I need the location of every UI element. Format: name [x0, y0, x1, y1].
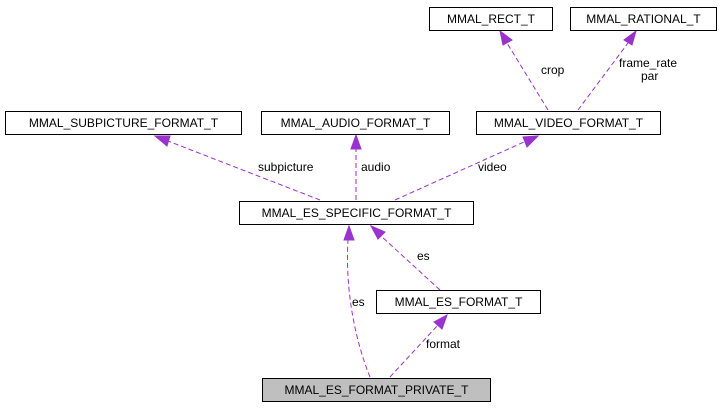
- edge-label-video: video: [478, 160, 507, 174]
- edge-label-subpicture: subpicture: [258, 160, 314, 174]
- node-label: MMAL_SUBPICTURE_FORMAT_T: [29, 116, 219, 130]
- arrow-head: [433, 313, 448, 330]
- node-label: MMAL_AUDIO_FORMAT_T: [281, 116, 431, 130]
- edge-label-audio: audio: [361, 160, 391, 174]
- node-label: MMAL_ES_FORMAT_T: [395, 295, 523, 309]
- edge-label-format: format: [426, 337, 461, 351]
- edge-format: [389, 313, 448, 378]
- node-mmal-es-format-private-t: MMAL_ES_FORMAT_PRIVATE_T: [262, 378, 491, 402]
- edges: [153, 29, 637, 378]
- node-mmal-rational-t[interactable]: MMAL_RATIONAL_T: [570, 7, 717, 31]
- arrow-head: [153, 135, 171, 147]
- node-mmal-rect-t[interactable]: MMAL_RECT_T: [429, 7, 553, 31]
- node-label: MMAL_RECT_T: [447, 12, 536, 26]
- node-mmal-video-format-t[interactable]: MMAL_VIDEO_FORMAT_T: [476, 111, 661, 135]
- node-mmal-subpicture-format-t[interactable]: MMAL_SUBPICTURE_FORMAT_T: [5, 111, 242, 135]
- node-mmal-es-specific-format-t[interactable]: MMAL_ES_SPECIFIC_FORMAT_T: [239, 201, 474, 225]
- node-label: MMAL_VIDEO_FORMAT_T: [494, 116, 644, 130]
- edge-es-format-to-specific: [369, 224, 441, 291]
- edge-crop: [499, 29, 549, 111]
- node-label: MMAL_ES_FORMAT_PRIVATE_T: [284, 383, 469, 397]
- arrow-head: [350, 133, 362, 150]
- edge-frame-rate: [577, 29, 637, 111]
- edge-label-par: par: [641, 69, 658, 83]
- edge-subpicture: [153, 135, 321, 201]
- arrow-head: [499, 29, 513, 46]
- node-mmal-es-format-t[interactable]: MMAL_ES_FORMAT_T: [376, 290, 541, 314]
- edge-video: [394, 135, 540, 201]
- arrow-head: [522, 135, 540, 148]
- edge-es-private-to-specific: [343, 224, 371, 378]
- edge-label-es-private: es: [352, 295, 365, 309]
- node-mmal-audio-format-t[interactable]: MMAL_AUDIO_FORMAT_T: [261, 111, 450, 135]
- arrow-head: [343, 224, 355, 241]
- edge-label-crop: crop: [541, 63, 565, 77]
- edge-label-es-format: es: [417, 249, 430, 263]
- edge-label-frame-rate: frame_rate: [619, 56, 677, 70]
- node-label: MMAL_ES_SPECIFIC_FORMAT_T: [262, 206, 452, 220]
- arrow-head: [369, 224, 386, 240]
- edge-labels: crop frame_rate par subpicture audio vid…: [258, 56, 677, 351]
- node-label: MMAL_RATIONAL_T: [586, 12, 701, 26]
- nodes: MMAL_RECT_T MMAL_RATIONAL_T MMAL_SUBPICT…: [5, 7, 717, 402]
- arrow-head: [623, 29, 637, 46]
- edge-audio: [350, 133, 362, 200]
